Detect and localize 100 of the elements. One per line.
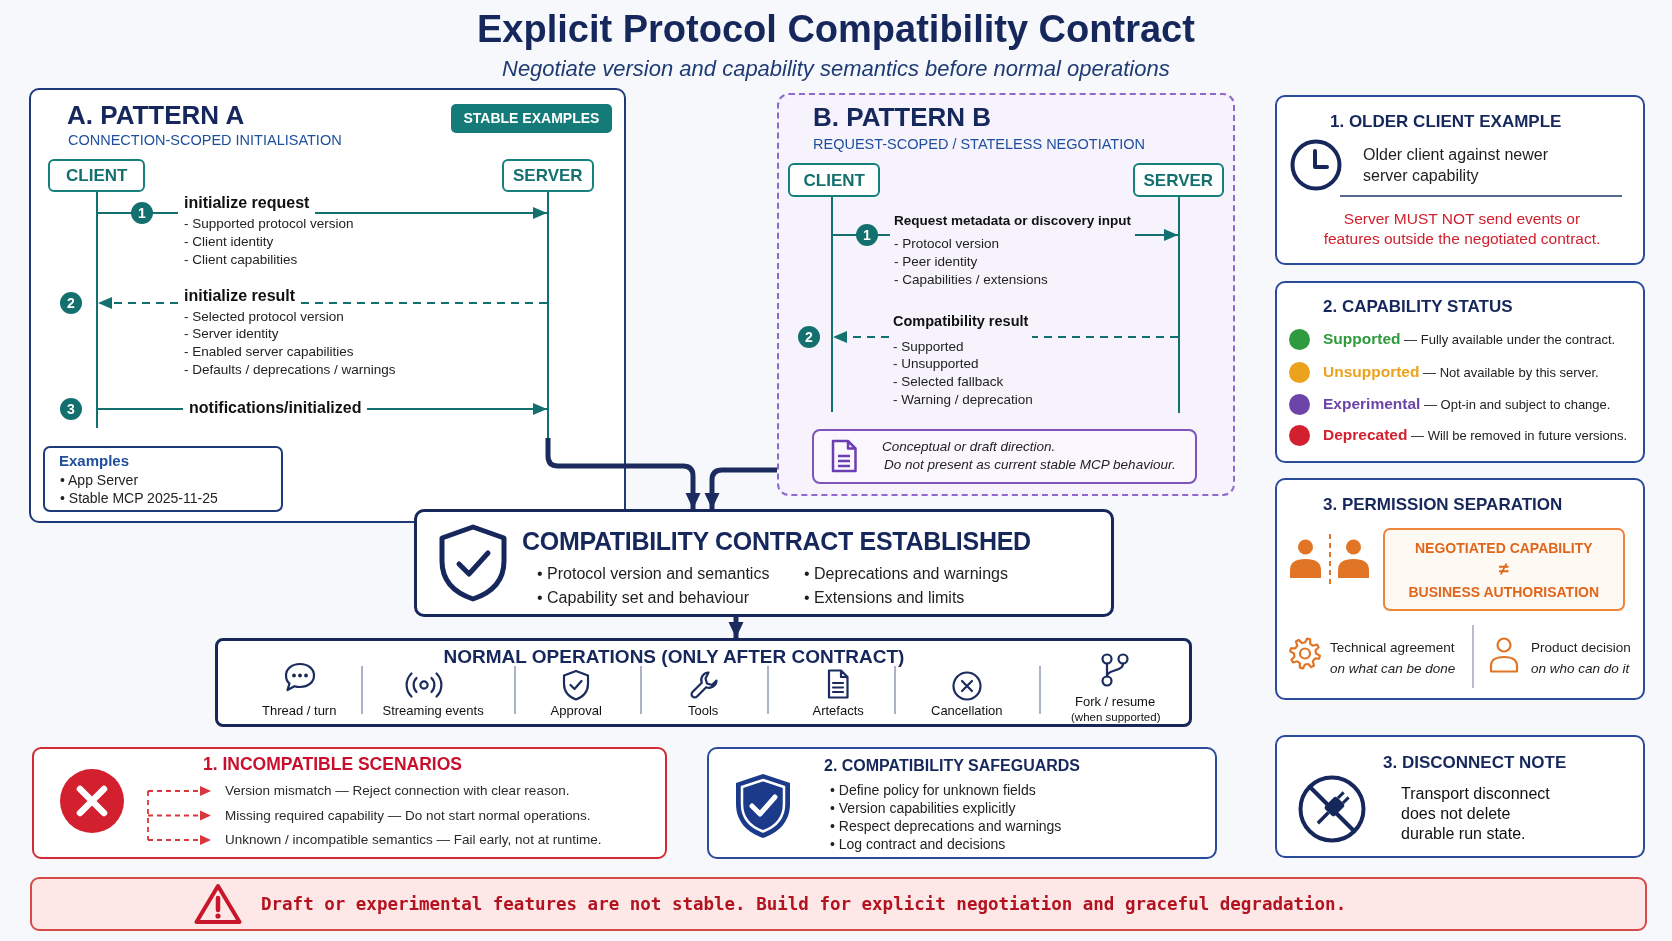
message-detail: - Selected fallback — [893, 373, 1004, 391]
scenario-text: Unknown / incompatible semantics — Fail early, not at runtime. — [225, 832, 602, 849]
list-item: • Define policy for unknown fields — [830, 781, 1036, 799]
participant-label: CLIENT — [803, 170, 865, 192]
arrow — [728, 617, 744, 638]
participant-label: SERVER — [1143, 170, 1214, 192]
operation-label: Cancellation — [931, 703, 1003, 720]
panel-subtitle: REQUEST-SCOPED / STATELESS NEGOTIATION — [813, 135, 1145, 154]
operation-label: Tools — [688, 703, 719, 720]
operation-label: Approval — [550, 703, 602, 720]
lifeline — [96, 192, 98, 428]
arrow — [704, 467, 777, 509]
list-item: • Capability set and behaviour — [537, 588, 749, 608]
warning-text: Server MUST NOT send events or features outside the negotiated contract. — [1322, 209, 1602, 249]
participant-box — [788, 163, 880, 197]
body-text: Transport disconnect does not delete durable run state. — [1401, 784, 1551, 844]
callout-text: BUSINESS AUTHORISATION — [1408, 584, 1600, 602]
info-panel — [1275, 478, 1645, 700]
message-detail: - Supported protocol version — [184, 215, 354, 233]
not-equal-sign: ≠ — [1499, 558, 1509, 581]
note-box — [812, 429, 1197, 484]
banner-text: Draft or experimental features are not stable. Build for explicit negotiation and graceful degradation. — [261, 894, 1347, 916]
list-item: • Log contract and decisions — [830, 835, 1006, 853]
pattern-panel — [777, 93, 1235, 496]
arrow — [97, 403, 548, 415]
contract-box — [414, 509, 1114, 617]
message-detail: - Selected protocol version — [184, 308, 344, 326]
examples-box — [43, 446, 283, 512]
participant-box — [502, 159, 594, 192]
panel-title: 3. PERMISSION SEPARATION — [1323, 494, 1563, 516]
list-item: • App Server — [60, 471, 139, 489]
info-panel — [1275, 95, 1645, 265]
list-item: • Respect deprecations and warnings — [830, 817, 1062, 835]
arrow — [545, 438, 701, 509]
panel-title: A. PATTERN A — [67, 99, 245, 132]
section-title: NORMAL OPERATIONS (ONLY AFTER CONTRACT) — [443, 645, 905, 669]
note-text: Do not present as current stable MCP behaviour. — [884, 457, 1176, 474]
legend-text: Deprecated — Will be removed in future versions. — [1323, 425, 1628, 445]
caption-text: Product decision on who can do it — [1531, 639, 1631, 678]
pattern-panel — [29, 88, 626, 523]
lifeline — [1178, 197, 1180, 413]
legend-text: Supported — Fully available under the contract. — [1323, 329, 1616, 349]
examples-heading: Examples — [59, 452, 130, 471]
participant-label: SERVER — [513, 165, 583, 187]
list-item: • Extensions and limits — [804, 588, 965, 608]
message-detail: - Server identity — [184, 325, 279, 343]
status-badge — [451, 104, 612, 133]
message-detail: - Enabled server capabilities — [184, 343, 354, 361]
body-text: Older client against newer server capability — [1363, 145, 1549, 186]
participant-label: CLIENT — [66, 165, 128, 187]
diagram-title: Explicit Protocol Compatibility Contract — [477, 7, 1195, 52]
note-text: Conceptual or draft direction. — [882, 439, 1056, 456]
panel-title: 2. CAPABILITY STATUS — [1323, 296, 1513, 318]
list-item: • Version capabilities explicitly — [830, 799, 1016, 817]
panel-title: 1. INCOMPATIBLE SCENARIOS — [203, 754, 462, 776]
message-detail: - Client identity — [184, 233, 274, 251]
scenario-text: Version mismatch — Reject connection with clear reason. — [225, 783, 570, 800]
message-detail: - Client capabilities — [184, 251, 298, 269]
list-item: • Deprecations and warnings — [804, 564, 1008, 584]
badge-label: STABLE EXAMPLES — [463, 110, 600, 128]
participant-box — [48, 159, 145, 192]
list-item: • Protocol version and semantics — [537, 564, 770, 584]
dashed-arrow — [832, 331, 1179, 343]
warning-banner — [30, 877, 1647, 931]
panel-title: B. PATTERN B — [813, 101, 992, 134]
message-detail: - Capabilities / extensions — [894, 271, 1048, 289]
panel-subtitle: CONNECTION-SCOPED INITIALISATION — [68, 131, 342, 150]
message-detail: - Unsupported — [893, 355, 979, 373]
operation-note: (when supported) — [1071, 710, 1161, 725]
scenarios-panel — [32, 747, 667, 859]
safeguards-panel — [707, 747, 1217, 859]
panel-title: 2. COMPATIBILITY SAFEGUARDS — [824, 756, 1080, 776]
operations-box — [215, 638, 1192, 727]
callout-text: NEGOTIATED CAPABILITY — [1415, 540, 1593, 558]
message-detail: - Warning / deprecation — [893, 391, 1033, 409]
arrow — [97, 207, 548, 219]
message-detail: - Defaults / deprecations / warnings — [184, 361, 396, 379]
participant-box — [1133, 163, 1224, 197]
legend-text: Experimental — Opt-in and subject to change. — [1323, 394, 1611, 414]
caption-text: Technical agreement on what can be done — [1330, 639, 1456, 678]
info-panel — [1275, 735, 1645, 858]
panel-title: 1. OLDER CLIENT EXAMPLE — [1330, 111, 1562, 133]
legend-text: Unsupported — Not available by this server. — [1323, 362, 1599, 382]
list-item: • Stable MCP 2025-11-25 — [60, 489, 218, 507]
panel-title: 3. DISCONNECT NOTE — [1383, 752, 1567, 774]
lifeline — [831, 197, 833, 412]
info-panel — [1275, 281, 1645, 463]
operation-label: Fork / resume — [1075, 694, 1156, 711]
callout-box — [1383, 528, 1625, 611]
lifeline — [547, 192, 549, 438]
message-detail: - Supported — [893, 338, 964, 356]
operation-label: Streaming events — [382, 703, 484, 720]
message-detail: - Peer identity — [894, 253, 978, 271]
operation-label: Thread / turn — [262, 703, 337, 720]
subtitle: Negotiate version and capability semantics before normal operations — [502, 55, 1170, 83]
message-detail: - Protocol version — [894, 235, 1000, 253]
dashed-arrow — [97, 297, 548, 309]
contract-title: COMPATIBILITY CONTRACT ESTABLISHED — [522, 526, 1031, 557]
operation-label: Artefacts — [812, 703, 864, 720]
scenario-text: Missing required capability — Do not start normal operations. — [225, 808, 591, 825]
